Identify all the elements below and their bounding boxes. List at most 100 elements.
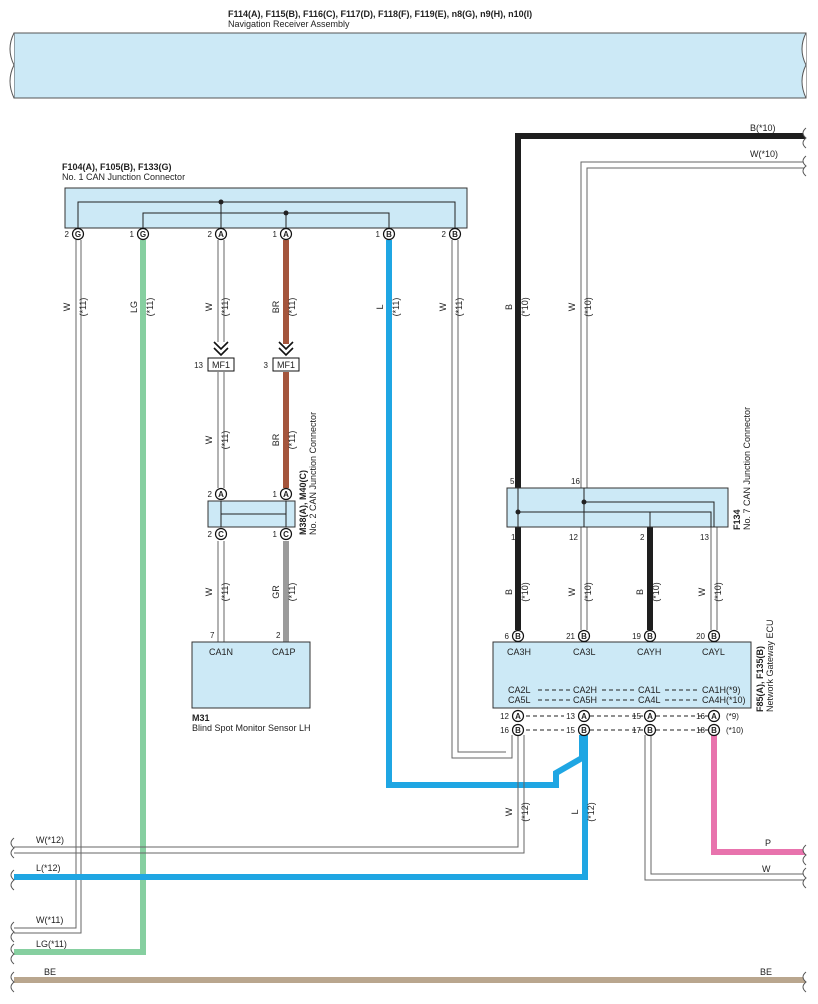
pin-letter: C <box>218 530 224 539</box>
pin-letter: B <box>711 632 717 641</box>
mf1-label: MF1 <box>212 360 230 370</box>
pin-number: 2 <box>208 230 213 239</box>
jc1-box <box>64 187 468 229</box>
nav-receiver-box <box>13 32 807 99</box>
pin-number: 2 <box>65 230 70 239</box>
pin-number: 19 <box>632 632 641 641</box>
gw-bottom-pin-b: B16 <box>500 723 525 737</box>
pin-number: 1 <box>273 230 278 239</box>
gw-row2: CA5L CA5H CA4L CA4H(*10) <box>508 695 746 705</box>
bsm-title: M31 <box>192 713 210 723</box>
wire-color-code: W <box>504 807 514 816</box>
gw-row2-item: CA4L <box>638 695 661 705</box>
edge-label-l12: L(*12) <box>36 863 61 873</box>
nav-title: F114(A), F115(B), F116(C), F117(D), F118… <box>228 9 532 19</box>
wire-label: W(*11) <box>62 298 88 317</box>
wire-color-code: BR <box>271 300 281 313</box>
nav-break-left <box>9 32 15 99</box>
pin-number: 1 <box>130 230 135 239</box>
gw-row1-item: CA2H <box>573 685 597 695</box>
pin-letter: B <box>386 230 392 239</box>
wire-color-code: B <box>504 589 514 595</box>
gw-bottom-pin-a: A13 <box>566 709 591 723</box>
wire-note: (*11) <box>391 298 401 317</box>
pin-number: 15 <box>566 726 575 735</box>
wire-label: BR(*11) <box>271 431 297 450</box>
bsm-pin-label: CA1P <box>272 647 296 657</box>
wire-w-top <box>580 161 806 488</box>
pin-number: 6 <box>505 632 510 641</box>
pin-letter: A <box>581 712 587 721</box>
wire-label: GR(*11) <box>271 583 297 602</box>
bsm-name: Blind Spot Monitor Sensor LH <box>192 723 311 733</box>
gw-top-pin: B21 <box>566 629 591 643</box>
gw-top-pin: B6 <box>505 629 525 643</box>
wire-note: (*10) <box>583 297 593 317</box>
gw-row2-item: CA5H <box>573 695 597 705</box>
right-edge-breaks <box>802 127 807 993</box>
jc7-name: No. 7 CAN Junction Connector <box>742 407 752 530</box>
jc2-top-pin: A1 <box>273 487 293 501</box>
wire-w-low <box>14 735 525 854</box>
wire-note: (*11) <box>287 431 297 450</box>
jc1-pin: B1 <box>376 227 396 241</box>
gw-bottom-pin-b: B18 <box>696 723 721 737</box>
pin-letter: A <box>218 490 224 499</box>
wire-note: (*11) <box>287 298 297 317</box>
wire-color-code: B <box>635 589 645 595</box>
edge-label-w11: W(*11) <box>36 915 63 925</box>
jc1-pin: G2 <box>65 227 85 241</box>
wire-label: L (*11) <box>375 298 401 317</box>
pin-letter: B <box>581 632 587 641</box>
wire-note: (*11) <box>220 431 230 450</box>
pin-number: 1 <box>273 530 278 539</box>
wire-w-top <box>586 167 806 488</box>
jc1-pin: B2 <box>442 227 462 241</box>
bsm-pin-label: CA1N <box>209 647 233 657</box>
wire-w-left <box>14 240 77 929</box>
pin-letter: B <box>647 632 653 641</box>
left-edge-breaks <box>10 837 15 993</box>
wire-w-low <box>14 735 519 848</box>
wire-note: (*11) <box>78 298 88 317</box>
wire-w-b2 <box>451 240 513 759</box>
wire-color-code: W <box>204 302 214 311</box>
wire-w-left <box>14 240 82 934</box>
jc2-top-pin: A2 <box>208 487 228 501</box>
wire-note: (*12) <box>520 802 530 822</box>
gw-title: F85(A), F135(B) <box>755 646 765 712</box>
wire-color-code: L <box>375 304 385 309</box>
gw-row1: CA2L CA2H CA1L CA1H(*9) <box>508 685 741 695</box>
gw-bottom-pin-b: B17 <box>632 723 657 737</box>
jc7-internal <box>517 488 715 527</box>
jc2-internal <box>220 501 287 515</box>
jc7-splice-dot <box>515 509 521 515</box>
wire-color-code: W <box>438 302 448 311</box>
edge-label-w12: W(*12) <box>36 835 64 845</box>
jc7-pin: 1 <box>511 533 516 542</box>
gw-row1-item: CA1H(*9) <box>702 685 741 695</box>
jc7-pin: 16 <box>571 477 580 486</box>
wire-l-low <box>14 735 588 880</box>
wire-color-code: L <box>570 809 580 814</box>
wire-label: L(*12) <box>570 802 596 822</box>
mf1-connector-br: MF1 3 <box>264 341 300 372</box>
wire-label: W(*10) <box>567 297 593 317</box>
pin-number: 1 <box>376 230 381 239</box>
jc7-pin: 2 <box>640 533 645 542</box>
wire-b-top <box>515 133 806 488</box>
pin-number: 12 <box>500 712 509 721</box>
mf1-pin-num: 13 <box>194 361 203 370</box>
pin-letter: B <box>581 726 587 735</box>
gw-row1-item: CA1L <box>638 685 661 695</box>
jc2-title: M38(A), M40(C) <box>298 470 308 535</box>
gw-note: (*9) <box>726 712 739 721</box>
pin-number: 2 <box>208 530 213 539</box>
bsm-box <box>191 641 311 709</box>
pin-number: 17 <box>632 726 641 735</box>
gw-name: Network Gateway ECU <box>765 619 775 712</box>
pin-letter: A <box>283 490 289 499</box>
mf1-pin-num: 3 <box>264 361 269 370</box>
edge-label-p: P <box>765 838 771 848</box>
jc7-label: F134 No. 7 CAN Junction Connector <box>732 407 752 530</box>
